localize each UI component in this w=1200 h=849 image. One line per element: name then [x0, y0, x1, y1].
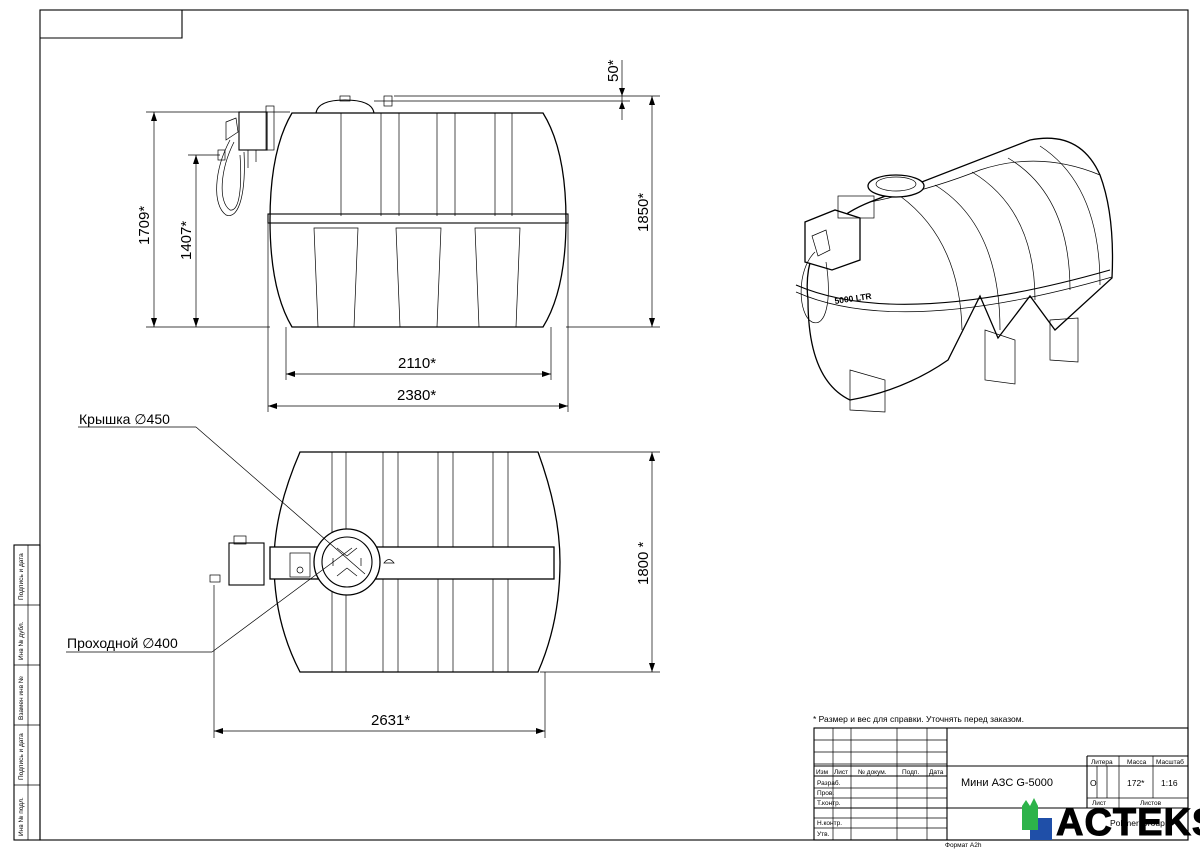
dim-length-overall: 2380* [397, 387, 436, 404]
side-stamp-2: Инв № дубл. [17, 621, 25, 660]
drawing-frame [39, 9, 1189, 841]
lid-iso [867, 174, 925, 198]
dim-width: 1800 * [635, 541, 652, 585]
col-scale: Масштаб [1156, 758, 1184, 766]
header-sign: Подп. [902, 769, 919, 776]
role-tech-control: Т.контр. [817, 800, 841, 807]
dispenser-box-iso [804, 209, 861, 271]
manhole-circle [321, 536, 373, 588]
neck-front [315, 99, 375, 114]
tank-body-iso [806, 137, 1114, 401]
front-dimensions: 1709* 1407* 1850* 50* 2110* 2380* [136, 59, 660, 412]
role-checker: Пров. [817, 790, 834, 797]
tank-body-front [269, 112, 567, 328]
product-name: Мини АЗС G-5000 [961, 777, 1053, 789]
tank-belt [267, 213, 569, 224]
dim-top-offset: 50* [605, 59, 622, 82]
company-name: Polimer Group [1110, 818, 1165, 828]
col-mass: Масса [1127, 759, 1147, 766]
dim-height-nozzle: 1407* [178, 221, 195, 260]
role-developer: Разраб. [817, 779, 841, 787]
scale-value: 1:16 [1161, 778, 1178, 788]
mass-value: 172* [1127, 778, 1145, 788]
nozzle-front [225, 117, 239, 141]
leg-1 [313, 227, 359, 328]
leg-2 [395, 227, 442, 328]
dim-length-body: 2110* [398, 355, 436, 372]
hose-front [216, 139, 245, 216]
side-stamp-5: Инв № подл. [18, 797, 25, 836]
stamp-box-top-left [40, 10, 183, 39]
dispenser-box-plan [228, 542, 265, 586]
side-stamp-4: Подпись и дата [18, 733, 25, 780]
col-litera: Литера [1091, 759, 1113, 766]
litera-value: О [1090, 778, 1097, 788]
header-izm: Изм [816, 769, 829, 776]
reference-note: * Размер и вес для справки. Уточнять пер… [813, 714, 1024, 724]
side-stamp-1: Подпись и дата [18, 553, 25, 600]
top-spine [269, 546, 555, 580]
front-view [216, 95, 569, 328]
tank-belt-iso [795, 269, 1111, 305]
dim-length-plan: 2631* [371, 712, 410, 729]
role-approved: Утв. [817, 831, 830, 838]
logo-text: ACTEKS [1056, 802, 1200, 844]
header-date: Дата [929, 769, 944, 776]
sheet-format: Формат A2h [945, 842, 982, 849]
title-block: Изм Лист № докум. Подп. Дата Разраб. Про… [813, 727, 1189, 849]
leg-3 [474, 227, 521, 328]
header-doc: № докум. [858, 769, 887, 776]
hose-iso [800, 251, 829, 324]
role-norm-control: Н.контр. [817, 820, 842, 827]
isometric-view: 5000 LTR [795, 137, 1114, 413]
plan-dimensions: 1800 * 2631* Крышка ∅450 Проходной ∅400 [66, 411, 660, 738]
sheets-label: Листов [1140, 800, 1162, 807]
plan-view [209, 451, 561, 673]
company-logo: ACTEKS [1022, 798, 1200, 845]
dispenser-box-front [238, 111, 268, 151]
header-list: Лист [834, 769, 848, 776]
dim-height-overall: 1709* [136, 206, 153, 245]
sheet-label: Лист [1092, 800, 1106, 807]
callout-lid: Крышка ∅450 [79, 411, 170, 427]
lid-circle [313, 528, 381, 596]
side-stamp-strip: Подпись и дата Инв № дубл. Взамен инв № … [13, 544, 41, 841]
callout-manhole: Проходной ∅400 [67, 635, 178, 651]
dim-height-total: 1850* [635, 193, 652, 232]
side-stamp-3: Взамен инв № [18, 676, 25, 720]
